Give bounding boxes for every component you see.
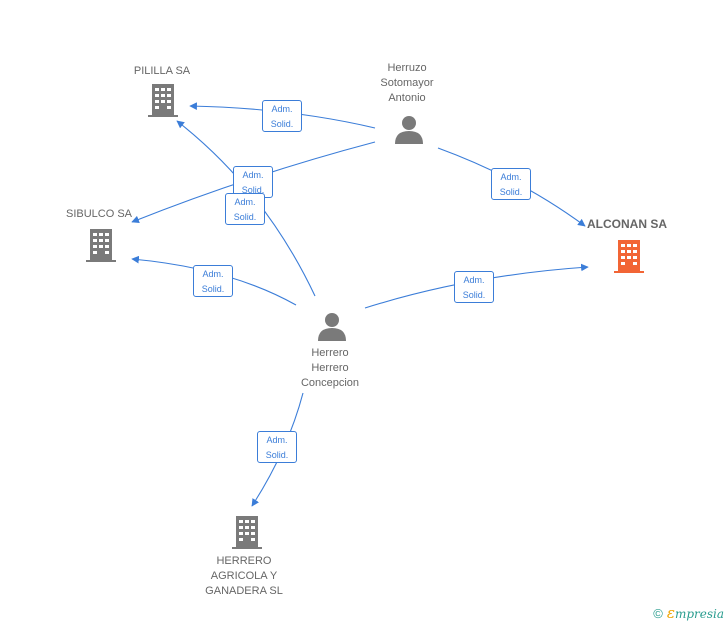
relation-type: Adm. [500, 172, 522, 182]
relation-box: Adm. Solid. [193, 265, 233, 297]
building-icon [148, 84, 178, 117]
relation-type: Adm. [202, 269, 224, 279]
relation-type: Adm. [271, 104, 293, 114]
building-icon [614, 240, 644, 273]
copyright-icon: © [653, 606, 663, 621]
brand-logo: ε [666, 604, 675, 622]
node-label-herruzo[interactable]: Herruzo Sotomayor Antonio [380, 62, 434, 104]
building-icon [232, 516, 262, 549]
relation-box: Adm. Solid. [233, 166, 273, 198]
node-label-sibulco[interactable]: SIBULCO SA [65, 208, 133, 220]
relation-type: Adm. [266, 435, 288, 445]
node-label-herrero-agricola[interactable]: HERRERO AGRICOLA Y GANADERA SL [205, 555, 283, 597]
relation-box: Adm. Solid. [225, 193, 265, 225]
relation-subtype: Solid. [265, 450, 289, 460]
node-label-pililla[interactable]: PILILLA SA [133, 65, 191, 77]
relation-box: Adm. Solid. [257, 431, 297, 463]
relation-subtype: Solid. [270, 119, 294, 129]
person-icon [395, 116, 423, 144]
relation-subtype: Solid. [499, 187, 523, 197]
brand-footer: ©εmpresia [653, 604, 724, 622]
node-label-herrero[interactable]: Herrero Herrero Concepcion [300, 347, 360, 389]
relation-subtype: Solid. [241, 185, 265, 195]
node-label-alconan[interactable]: ALCONAN SA [587, 217, 667, 231]
relation-box: Adm. Solid. [454, 271, 494, 303]
relation-subtype: Solid. [233, 212, 257, 222]
relation-box: Adm. Solid. [262, 100, 302, 132]
relation-subtype: Solid. [462, 290, 486, 300]
relation-type: Adm. [234, 197, 256, 207]
relation-type: Adm. [463, 275, 485, 285]
relation-box: Adm. Solid. [491, 168, 531, 200]
relation-type: Adm. [242, 170, 264, 180]
brand-name: mpresia [674, 607, 724, 621]
building-icon [86, 229, 116, 262]
relation-subtype: Solid. [201, 284, 225, 294]
person-icon [318, 313, 346, 341]
